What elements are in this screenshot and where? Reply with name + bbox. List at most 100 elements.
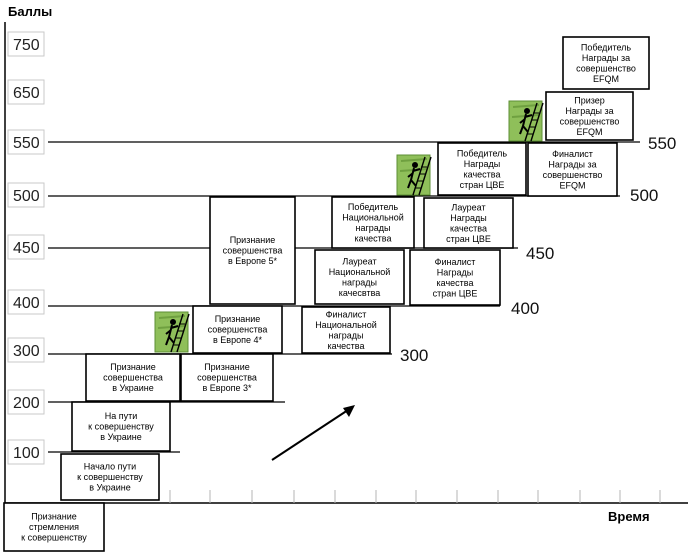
y-tick-550: 550 (13, 135, 40, 152)
box-text-line: Признание (31, 512, 77, 522)
x-axis-title: Время (608, 509, 650, 524)
box-text-line: совершенство (560, 116, 620, 126)
box-text-line: в Украине (89, 483, 131, 493)
box-text-line: стран ЦВЕ (460, 180, 505, 190)
box-text-line: Победитель (581, 42, 632, 52)
box-text-line: качества (355, 233, 392, 243)
box-text-line: в Европе 5* (228, 256, 277, 266)
ladder-climber-icon (154, 311, 190, 353)
box-text-line: награды (356, 223, 391, 233)
box-text-line: Награды (464, 159, 501, 169)
box-text-line: в Украине (112, 383, 154, 393)
level-label-500: 500 (630, 186, 658, 205)
y-tick-450: 450 (13, 240, 40, 257)
box-text-line: к совершенству (88, 422, 154, 432)
box-text-line: Признание (204, 362, 250, 372)
box-text-line: к совершенству (77, 472, 143, 482)
y-tick-500: 500 (13, 188, 40, 205)
box-text-line: качества (450, 223, 487, 233)
level-label-400: 400 (511, 299, 539, 318)
climber-icons (154, 100, 544, 353)
y-tick-400: 400 (13, 295, 40, 312)
box-text-line: совершенства (223, 246, 283, 256)
y-tick-boxes (7, 31, 45, 465)
y-tick-200: 200 (13, 395, 40, 412)
box-text-line: награды (342, 277, 377, 287)
box-text-line: совершенства (103, 373, 163, 383)
growth-arrow-icon (271, 405, 355, 461)
box-text-line: Лауреат (342, 256, 376, 266)
box-text-line: EFQM (593, 74, 619, 84)
x-ticks (169, 490, 661, 503)
box-text-line: стран ЦВЕ (446, 234, 491, 244)
box-text-line: Национальной (329, 267, 391, 277)
box-text-line: совершенство (543, 170, 603, 180)
box-text-line: в Европе 3* (203, 383, 252, 393)
box-text-line: Финалист (552, 149, 593, 159)
box-text-line: к совершенству (21, 533, 87, 543)
box-text-line: Призер (574, 95, 605, 105)
box-text-line: Признание (230, 235, 276, 245)
box-text-line: в Украине (100, 432, 142, 442)
box-text-line: На пути (105, 411, 138, 421)
box-text-line: награды (329, 330, 364, 340)
box-text-line: Финалист (435, 257, 476, 267)
level-label-550: 550 (648, 134, 676, 153)
y-tick-650: 650 (13, 85, 40, 102)
box-text-line: совершенства (208, 325, 268, 335)
box-text-line: Награды за (582, 53, 630, 63)
box-text-line: стремления (29, 522, 79, 532)
box-text-line: совершенства (197, 373, 257, 383)
box-text-line: Признание (215, 314, 261, 324)
box-text-line: EFQM (560, 180, 586, 190)
box-text-line: Награды за (548, 159, 596, 169)
level-label-300: 300 (400, 346, 428, 365)
y-tick-300: 300 (13, 343, 40, 360)
y-tick-100: 100 (13, 445, 40, 462)
box-text-line: Лауреат (451, 202, 485, 212)
level-labels: 550 500 450 400 300 (400, 134, 676, 365)
box-text-line: Начало пути (84, 462, 136, 472)
level-label-450: 450 (526, 244, 554, 263)
y-tick-750: 750 (13, 37, 40, 54)
box-text-line: Награды (450, 213, 487, 223)
box-text-line: EFQM (577, 127, 603, 137)
box-text-line: в Европе 4* (213, 335, 262, 345)
box-text-line: качества (328, 341, 365, 351)
box-text-line: качесвтва (339, 288, 381, 298)
box-text-line: Награды (437, 267, 474, 277)
box-text-line: Признание (110, 362, 156, 372)
y-tick-labels: 750 650 550 500 450 400 300 200 100 (13, 37, 40, 462)
box-text-line: Награды за (565, 106, 613, 116)
box-text-line: Победитель (348, 202, 399, 212)
box-text-line: стран ЦВЕ (433, 288, 478, 298)
y-axis-title: Баллы (8, 4, 52, 19)
box-text-line: Национальной (342, 212, 404, 222)
box-text-line: качества (464, 169, 501, 179)
box-text-line: Национальной (315, 320, 377, 330)
ladder-climber-icon (508, 100, 544, 142)
box-text-line: совершенство (576, 63, 636, 73)
box-text-line: качества (437, 278, 474, 288)
ladder-climber-icon (396, 154, 432, 196)
box-text-line: Финалист (326, 309, 367, 319)
box-text-line: Победитель (457, 148, 508, 158)
